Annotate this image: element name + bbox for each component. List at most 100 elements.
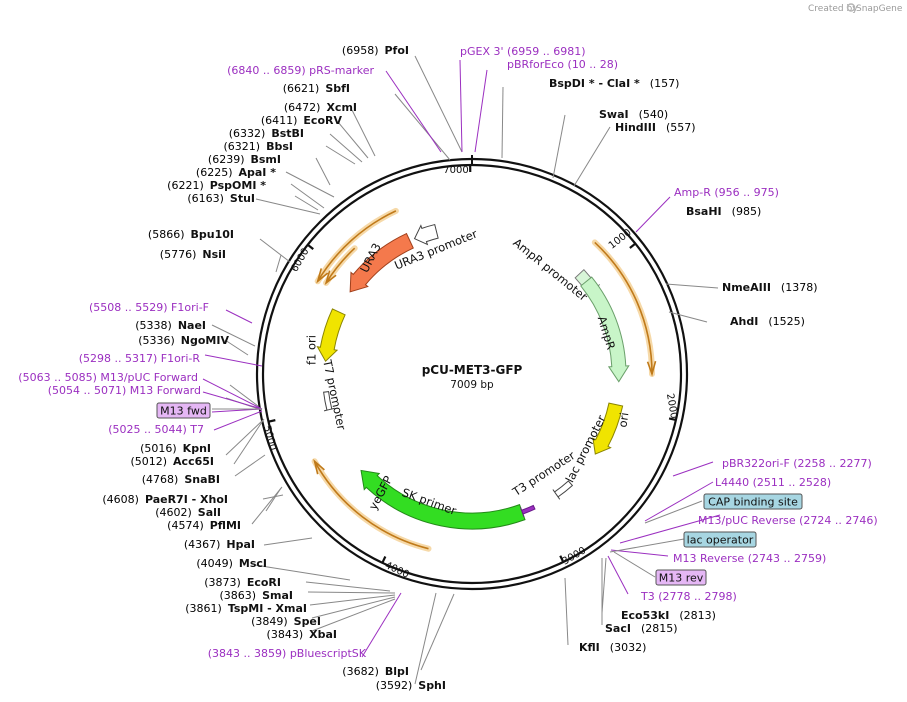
site-leader-line	[259, 238, 291, 263]
tick-label: 2000	[664, 393, 679, 420]
site-leader-line	[394, 93, 451, 161]
site-eco53ki-label: Eco53kI(2813)	[621, 609, 716, 622]
site-xbai-label: (3843)XbaI	[267, 628, 337, 641]
site-bspdi-label: BspDI * - ClaI *(157)	[549, 77, 679, 90]
site-leader-line	[290, 183, 325, 209]
primer-leader-line	[204, 354, 263, 367]
site-leader-line	[294, 195, 319, 211]
site-pfoi-label: (6958)PfoI	[342, 44, 409, 57]
site-leader-line	[234, 454, 266, 477]
ura3-promoter-feature[interactable]	[413, 223, 439, 246]
primer-pbrforeco-label: pBRforEco (10 .. 28)	[507, 58, 618, 71]
site-blpi-label: (3682)BlpI	[342, 665, 409, 678]
site-leader-line	[601, 557, 607, 614]
yegfp-feature[interactable]	[360, 469, 526, 530]
box-leader-line	[609, 538, 685, 553]
snapgene-logo-icon	[846, 3, 856, 12]
site-bsahi-label: BsaHI(985)	[686, 205, 761, 218]
tick-mark	[629, 242, 637, 249]
site-leader-line	[501, 86, 504, 159]
snapgene-brand: SnapGene	[856, 4, 903, 14]
site-hindiii-label: HindIII(557)	[615, 121, 696, 134]
primer-leader-line	[635, 196, 671, 233]
site-leader-line	[414, 592, 437, 685]
tick-label: 1000	[607, 227, 634, 251]
ampr-promoter-label: AmpR promoter	[510, 235, 590, 304]
primer-leader-line	[619, 514, 721, 544]
ura3-inner-guide-head	[324, 270, 337, 285]
box-leader-line	[644, 500, 703, 524]
site-leader-line	[315, 157, 331, 186]
box-m13fwd-box[interactable]: M13 fwd	[156, 402, 211, 419]
ura3-feature[interactable]	[349, 232, 414, 293]
site-smai-label: (3863)SmaI	[220, 589, 293, 602]
primer-leader-line	[225, 309, 253, 324]
tick-mark	[668, 417, 677, 422]
ampr-guide	[594, 241, 653, 375]
ampr-guide-head	[646, 360, 657, 377]
site-leader-line	[262, 494, 284, 500]
primer-pbr322ori-f-label: pBR322ori-F (2258 .. 2277)	[722, 457, 872, 470]
primer-leader-line	[607, 555, 629, 595]
site-leader-line	[233, 418, 265, 465]
box-cap-box[interactable]: CAP binding site	[703, 493, 803, 510]
t7-promoter-feature[interactable]	[323, 391, 335, 412]
primer-leader-line	[385, 70, 442, 153]
plasmid-name: pCU-MET3-GFP	[422, 363, 523, 377]
site-tspmi-label: (3861)TspMI - XmaI	[185, 602, 307, 615]
primer-leader-line	[644, 481, 714, 522]
site-leader-line	[285, 171, 335, 198]
site-ecorv-label: (6411)EcoRV	[261, 114, 343, 127]
site-pflmi-label: (4574)PflMI	[167, 519, 241, 532]
site-bsmi-label: (6239)BsmI	[208, 153, 281, 166]
site-leader-line	[311, 598, 396, 632]
site-leader-line	[337, 121, 369, 159]
primer-l4440-label: L4440 (2511 .. 2528)	[715, 476, 831, 489]
site-bstbi-label: (6332)BstBI	[229, 127, 304, 140]
primer-pgex3-label: pGEX 3' (6959 .. 6981)	[460, 45, 586, 58]
site-leader-line	[211, 324, 256, 347]
sk-primer-feature[interactable]	[520, 504, 536, 518]
site-leader-line	[225, 419, 264, 456]
site-ngomiv-label: (5336)NgoMIV	[138, 334, 229, 347]
ori-feature[interactable]	[592, 402, 624, 455]
leader-line-layer	[202, 55, 721, 685]
site-bbsi-label: (6321)BbsI	[224, 140, 293, 153]
f1-ori-label: f1 ori	[305, 335, 319, 365]
box-lacop-box-text: lac operator	[687, 534, 754, 547]
site-leader-line	[351, 109, 376, 157]
site-leader-line	[309, 594, 396, 606]
site-xcmi-label: (6472)XcmI	[284, 101, 357, 114]
site-leader-line	[255, 198, 321, 215]
primer-leader-line	[610, 549, 669, 557]
site-leader-line	[251, 486, 283, 525]
f1-ori-feature[interactable]	[316, 308, 346, 362]
site-leader-line	[311, 596, 396, 619]
tick-label: 4000	[383, 560, 411, 581]
box-m13rev-box[interactable]: M13 rev	[655, 569, 707, 586]
site-sali-label: (4602)SalI	[155, 506, 221, 519]
tick-label: 5000	[261, 424, 278, 451]
primer-leader-line	[672, 461, 714, 477]
primer-leader-line	[202, 391, 263, 410]
site-leader-line	[665, 283, 719, 289]
site-leader-line	[420, 593, 455, 671]
primer-prsmarker-label: (6840 .. 6859) pRS-marker	[227, 64, 374, 77]
primer-leader-line	[202, 378, 263, 410]
ori-label: ori	[616, 412, 632, 429]
primer-m13-reverse-label: M13 Reverse (2743 .. 2759)	[673, 552, 826, 565]
yegfp-guide	[313, 460, 429, 550]
site-leader-line	[254, 564, 351, 581]
site-leader-line	[229, 384, 259, 407]
primer-t7-primer-label: (5025 .. 5044) T7	[108, 423, 204, 436]
site-ahdi-label: AhdI(1525)	[730, 315, 805, 328]
lac-promoter-feature[interactable]	[552, 480, 574, 500]
site-leader-line	[573, 126, 611, 187]
box-lacop-box[interactable]: lac operator	[683, 531, 757, 548]
ampr-feature[interactable]	[580, 276, 630, 383]
site-leader-line	[263, 537, 313, 546]
site-stui-label: (6163)StuI	[187, 192, 255, 205]
site-snabi-label: (4768)SnaBI	[142, 473, 220, 486]
label-layer: (6958)PfoI pGEX 3' (6959 .. 6981)pBRforEc…	[18, 44, 877, 692]
